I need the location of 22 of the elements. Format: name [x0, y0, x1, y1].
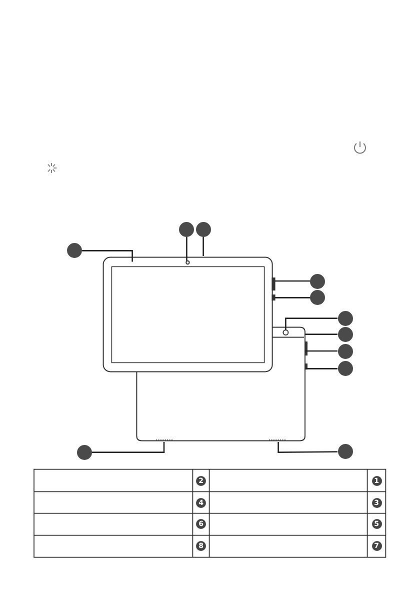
leader-line	[275, 297, 310, 298]
leader-line	[82, 250, 133, 262]
leader-line	[278, 442, 338, 453]
callout-circle	[338, 444, 352, 460]
leader-line	[202, 236, 204, 256]
callout-circle	[338, 344, 352, 358]
callout-circle	[310, 290, 326, 306]
callout-circle	[338, 361, 352, 376]
callout-circle	[338, 326, 352, 342]
leader-line	[285, 318, 338, 330]
leader-line	[275, 280, 310, 282]
callout-circle	[76, 444, 92, 460]
leader-line	[92, 442, 165, 453]
leader-line	[186, 236, 188, 261]
leader-line	[305, 350, 338, 352]
callout-circle	[179, 222, 194, 237]
leader-line	[305, 368, 338, 370]
callout-circle	[66, 243, 82, 258]
callout-circle	[310, 274, 326, 288]
leader-line	[305, 334, 338, 335]
callout-circle	[196, 222, 211, 237]
callout-circle	[338, 310, 352, 326]
